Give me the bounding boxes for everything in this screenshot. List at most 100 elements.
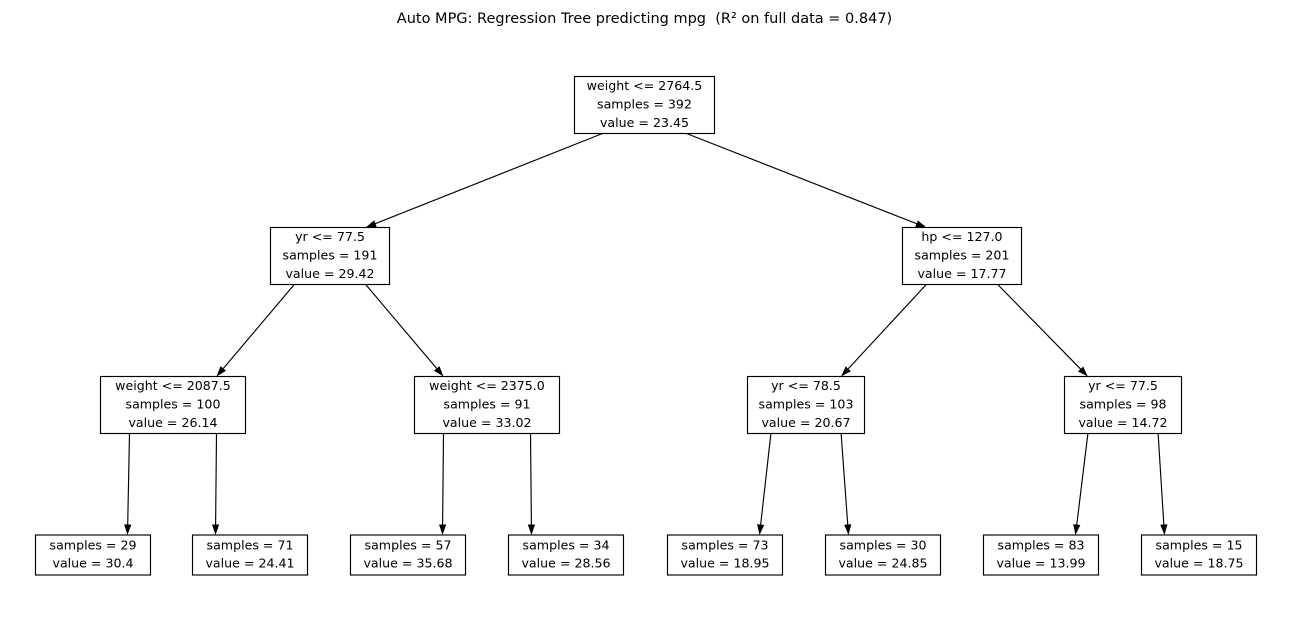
node-box	[269, 226, 391, 286]
edge-arrowhead	[757, 524, 765, 535]
node-text-line: value = 35.68	[363, 556, 452, 571]
tree-leaf-node[interactable]: samples = 30 value = 24.85	[824, 534, 942, 576]
edge-arrowhead	[1073, 524, 1081, 535]
edge-line	[529, 433, 532, 527]
node-box	[507, 534, 625, 576]
node-text-line: samples = 100	[126, 397, 221, 412]
node-text-line: samples = 103	[759, 397, 854, 412]
node-text-line: weight <= 2375.0	[429, 378, 545, 393]
node-text-line: value = 20.67	[761, 415, 850, 430]
node-box	[191, 534, 309, 576]
edge-line	[365, 284, 439, 371]
edge-arrowhead	[439, 524, 447, 535]
tree-edge	[997, 284, 1088, 377]
edge-line	[759, 433, 772, 527]
tree-leaf-node[interactable]: samples = 29 value = 30.4	[34, 534, 152, 576]
node-text-line: value = 33.02	[442, 415, 531, 430]
tree-edge	[1157, 433, 1168, 535]
node-box	[1063, 375, 1183, 435]
edge-arrowhead	[841, 366, 851, 377]
tree-split-node[interactable]: yr <= 77.5 samples = 191 value = 29.42	[269, 226, 391, 286]
node-box	[34, 534, 152, 576]
node-box	[573, 75, 716, 135]
tree-edge	[527, 433, 535, 535]
tree-leaf-node[interactable]: samples = 83 value = 13.99	[982, 534, 1100, 576]
node-text-line: value = 30.4	[53, 556, 134, 571]
node-text-line: samples = 83	[998, 537, 1085, 552]
node-text-line: samples = 34	[523, 537, 610, 552]
node-text-line: value = 29.42	[285, 266, 374, 281]
edge-line	[846, 284, 927, 371]
edge-line	[1075, 433, 1089, 527]
node-box	[1140, 534, 1258, 576]
tree-split-node[interactable]: weight <= 2087.5 samples = 100 value = 26.…	[99, 375, 247, 435]
tree-leaf-node[interactable]: samples = 57 value = 35.68	[349, 534, 467, 576]
node-box	[824, 534, 942, 576]
node-text-line: weight <= 2764.5	[587, 78, 703, 93]
edge-line	[127, 433, 131, 527]
tree-leaf-node[interactable]: samples = 15 value = 18.75	[1140, 534, 1258, 576]
tree-split-node[interactable]: yr <= 77.5 samples = 98 value = 14.72	[1063, 375, 1183, 435]
node-text-line: yr <= 77.5	[295, 229, 365, 244]
tree-edge	[686, 132, 927, 228]
edge-arrowhead	[433, 366, 444, 377]
node-text-line: samples = 191	[283, 248, 378, 263]
edge-line	[215, 433, 218, 527]
node-text-line: value = 14.72	[1078, 415, 1167, 430]
edge-arrowhead	[915, 220, 927, 228]
tree-edge	[841, 284, 927, 377]
node-text-line: hp <= 127.0	[921, 229, 1002, 244]
edge-line	[840, 433, 849, 527]
tree-edge	[365, 132, 603, 228]
node-box	[666, 534, 784, 576]
node-text-line: yr <= 78.5	[771, 378, 841, 393]
edge-arrowhead	[212, 524, 220, 535]
figure-title: Auto MPG: Regression Tree predicting mpg…	[396, 11, 893, 27]
node-text-line: samples = 71	[207, 537, 294, 552]
edge-arrowhead	[844, 524, 852, 535]
node-text-line: weight <= 2087.5	[115, 378, 231, 393]
tree-edge	[757, 433, 772, 535]
tree-leaf-node[interactable]: samples = 71 value = 24.41	[191, 534, 309, 576]
node-text-line: value = 18.75	[1154, 556, 1243, 571]
edge-arrowhead	[1077, 366, 1088, 377]
node-box	[746, 375, 866, 435]
node-text-line: value = 18.95	[680, 556, 769, 571]
edge-arrowhead	[365, 220, 377, 228]
node-text-line: samples = 57	[365, 537, 452, 552]
edge-line	[1157, 433, 1165, 527]
tree-leaf-node[interactable]: samples = 34 value = 28.56	[507, 534, 625, 576]
node-box	[982, 534, 1100, 576]
tree-edge	[1073, 433, 1089, 535]
node-text-line: value = 28.56	[521, 556, 610, 571]
edge-line	[442, 433, 445, 527]
edge-arrowhead	[1160, 524, 1168, 535]
tree-split-node[interactable]: weight <= 2375.0 samples = 91 value = 33.0…	[413, 375, 561, 435]
node-box	[349, 534, 467, 576]
tree-edge	[212, 433, 220, 535]
node-text-line: value = 13.99	[996, 556, 1085, 571]
node-text-line: samples = 91	[444, 397, 531, 412]
node-text-line: value = 24.41	[205, 556, 294, 571]
tree-split-node[interactable]: yr <= 78.5 samples = 103 value = 20.67	[746, 375, 866, 435]
node-text-line: value = 24.85	[838, 556, 927, 571]
node-box	[99, 375, 247, 435]
tree-edge	[840, 433, 852, 535]
node-box	[901, 226, 1023, 286]
node-text-line: value = 17.77	[917, 266, 1006, 281]
edge-line	[221, 284, 295, 371]
node-text-line: samples = 15	[1156, 537, 1243, 552]
edge-line	[373, 132, 603, 225]
node-text-line: yr <= 77.5	[1088, 378, 1158, 393]
node-text-line: samples = 30	[840, 537, 927, 552]
node-text-line: samples = 98	[1080, 397, 1167, 412]
edge-arrowhead	[124, 524, 132, 535]
node-text-line: value = 26.14	[128, 415, 217, 430]
edge-line	[686, 132, 919, 225]
node-text-line: samples = 29	[50, 537, 137, 552]
